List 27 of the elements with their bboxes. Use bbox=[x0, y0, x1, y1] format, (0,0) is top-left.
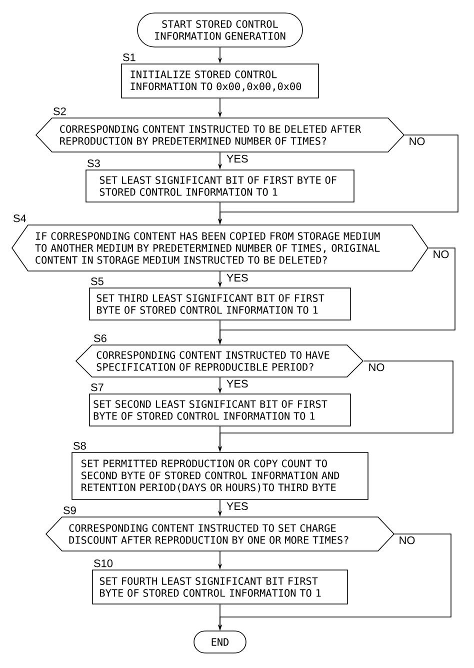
edge-label: NO bbox=[408, 136, 426, 146]
terminal-box: END bbox=[194, 630, 246, 654]
edge-label: YES bbox=[225, 272, 250, 283]
edge-label: YES bbox=[225, 378, 250, 389]
step-label: S5 bbox=[91, 277, 104, 286]
terminal-box: START STORED CONTROL INFORMATION GENERATION bbox=[137, 12, 303, 48]
edge-label: NO bbox=[432, 249, 450, 260]
step-label: S3 bbox=[88, 159, 100, 168]
edge-label: YES bbox=[225, 154, 250, 164]
process-box: SET SECOND LEAST SIGNIFICANT BIT OF FIRST BYTE OF STORED CONTROL INFORMATION TO 1 bbox=[89, 394, 351, 426]
process-box: SET THIRD LEAST SIGNIFICANT BIT OF FIRST BYTE OF STORED CONTROL INFORMATION TO 1 bbox=[89, 288, 351, 320]
process-box: SET LEAST SIGNIFICANT BIT OF FIRST BYTE OF STORED CONTROL INFORMATION TO 1 bbox=[86, 170, 354, 202]
process-box: INITIALIZE STORED CONTROL INFORMATION TO 0x00,0x00,0x00 bbox=[121, 64, 319, 98]
edge-label: NO bbox=[367, 362, 386, 372]
step-label: S1 bbox=[123, 53, 136, 62]
edge-label: YES bbox=[225, 501, 250, 512]
process-box: SET FOURTH LEAST SIGNIFICANT BIT FIRST BYTE OF STORED CONTROL INFORMATION TO 1 bbox=[92, 570, 348, 604]
step-label: S2 bbox=[54, 107, 66, 116]
process-box: SET PERMITTED REPRODUCTION OR COPY COUNT TO SECOND BYTE OF STORED CONTROL INFORMATION AND RETENTION PERIOD(DAYS OR HOURS)TO THIRD BYTE bbox=[72, 452, 368, 500]
edge-label: NO bbox=[398, 535, 416, 546]
decision-hexagon: IF CORRESPONDING CONTENT HAS BEEN COPIED FROM STORAGE MEDIUM TO ANOTHER MEDIUM BY PREDETERMINED NUMBER OF TIMES, ORIGINAL CONTENT IN STORAGE MEDIUM INSTRUCTED TO BE DELETED? bbox=[12, 224, 428, 272]
step-label: S8 bbox=[74, 442, 86, 450]
step-label: S4 bbox=[14, 214, 26, 222]
step-label: S6 bbox=[94, 334, 106, 342]
step-label: S7 bbox=[91, 383, 104, 392]
step-label: S10 bbox=[94, 559, 113, 568]
step-label: S9 bbox=[64, 506, 76, 514]
